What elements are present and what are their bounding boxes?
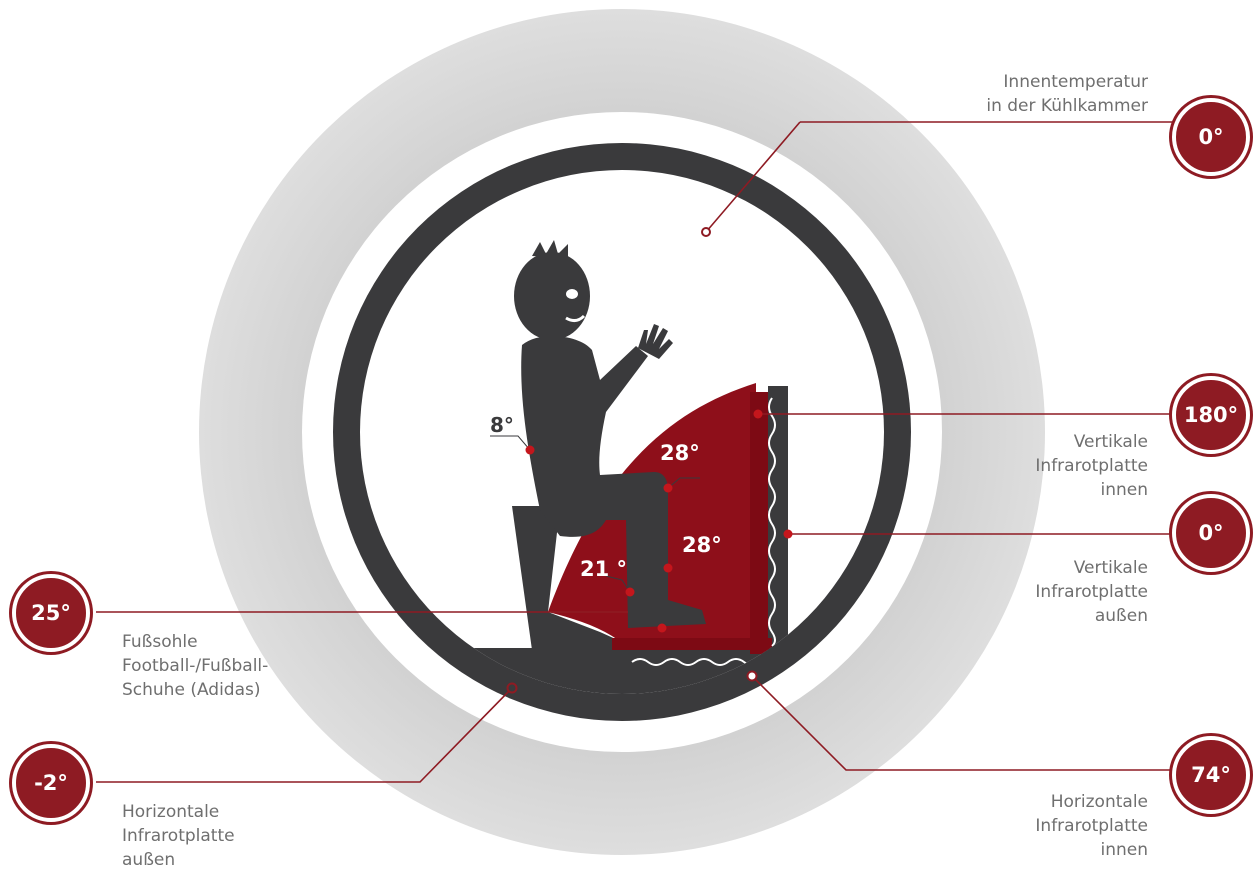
label-line: Vertikale — [1073, 432, 1148, 452]
pointer-horizontal-inner — [751, 675, 1172, 771]
label-line: Horizontale — [1050, 792, 1148, 812]
person-head — [514, 252, 590, 340]
person-mouth — [565, 314, 586, 323]
person-eye — [566, 289, 578, 299]
label-line: innen — [1100, 840, 1148, 860]
dot-vertical-inner — [753, 409, 763, 419]
pointer-horizontal-outer — [96, 687, 513, 783]
badge-vertical-inner: 180° — [1172, 376, 1250, 454]
label-line: Infrarotplatte — [122, 826, 235, 846]
label-line: innen — [1100, 480, 1148, 500]
label-line: Horizontale — [122, 802, 220, 822]
person-body — [521, 335, 706, 628]
label-line: Infrarotplatte — [1035, 582, 1148, 602]
person-hair — [532, 240, 568, 258]
pointer-inside-temp — [705, 121, 801, 233]
badge-vertical-outer: 0° — [1172, 494, 1250, 572]
person-hand — [638, 324, 673, 359]
badge-horizontal-outer: -2° — [12, 744, 90, 822]
label-vertical-inner: Vertikale Infrarotplatte innen — [1035, 430, 1148, 502]
label-inside-temp: Innentemperatur in der Kühlkammer — [986, 70, 1148, 118]
temp-back: 8° — [490, 413, 514, 437]
label-foot-sole: Fußsohle Football-/Fußball- Schuhe (Adid… — [122, 630, 268, 702]
temp-calf: 21 ° — [580, 557, 627, 581]
label-line: außen — [1094, 606, 1148, 626]
label-line: außen — [122, 850, 176, 870]
label-horizontal-inner: Horizontale Infrarotplatte innen — [1035, 790, 1148, 862]
temp-thigh: 28° — [660, 441, 700, 465]
leader-back — [490, 435, 531, 451]
dot-shin — [663, 563, 673, 573]
label-line: Infrarotplatte — [1035, 456, 1148, 476]
vertical-plate-inner — [750, 392, 768, 654]
temp-shin: 28° — [682, 533, 722, 557]
dot-inside-temp — [701, 227, 711, 237]
dot-horizontal-outer — [506, 682, 518, 694]
label-line: Infrarotplatte — [1035, 816, 1148, 836]
label-line: Football-/Fußball- — [122, 656, 269, 676]
label-line: Schuhe (Adidas) — [122, 680, 261, 700]
label-vertical-outer: Vertikale Infrarotplatte außen — [1035, 556, 1148, 628]
dot-calf — [625, 587, 635, 597]
leader-calf — [605, 575, 631, 593]
dot-thigh — [663, 483, 673, 493]
horizontal-plate-inner — [612, 638, 772, 650]
label-horizontal-outer: Horizontale Infrarotplatte außen — [122, 800, 235, 872]
badge-foot-sole: 25° — [12, 574, 90, 652]
badge-inside-temp: 0° — [1172, 98, 1250, 176]
label-line: in der Kühlkammer — [986, 96, 1148, 116]
vertical-heating-wire — [768, 397, 776, 647]
badge-horizontal-inner: 74° — [1172, 736, 1250, 814]
leader-thigh — [667, 477, 700, 489]
dot-back — [525, 445, 535, 455]
label-line: Fußsohle — [122, 632, 198, 652]
pointer-lines — [96, 121, 1172, 783]
temp-leaders — [490, 435, 700, 593]
label-line: Vertikale — [1073, 558, 1148, 578]
label-line: Innentemperatur — [1003, 72, 1148, 92]
dot-horizontal-inner — [746, 670, 758, 682]
dot-vertical-outer — [783, 529, 793, 539]
seat — [512, 506, 640, 665]
person-figure — [514, 240, 706, 628]
dot-foot — [657, 623, 667, 633]
